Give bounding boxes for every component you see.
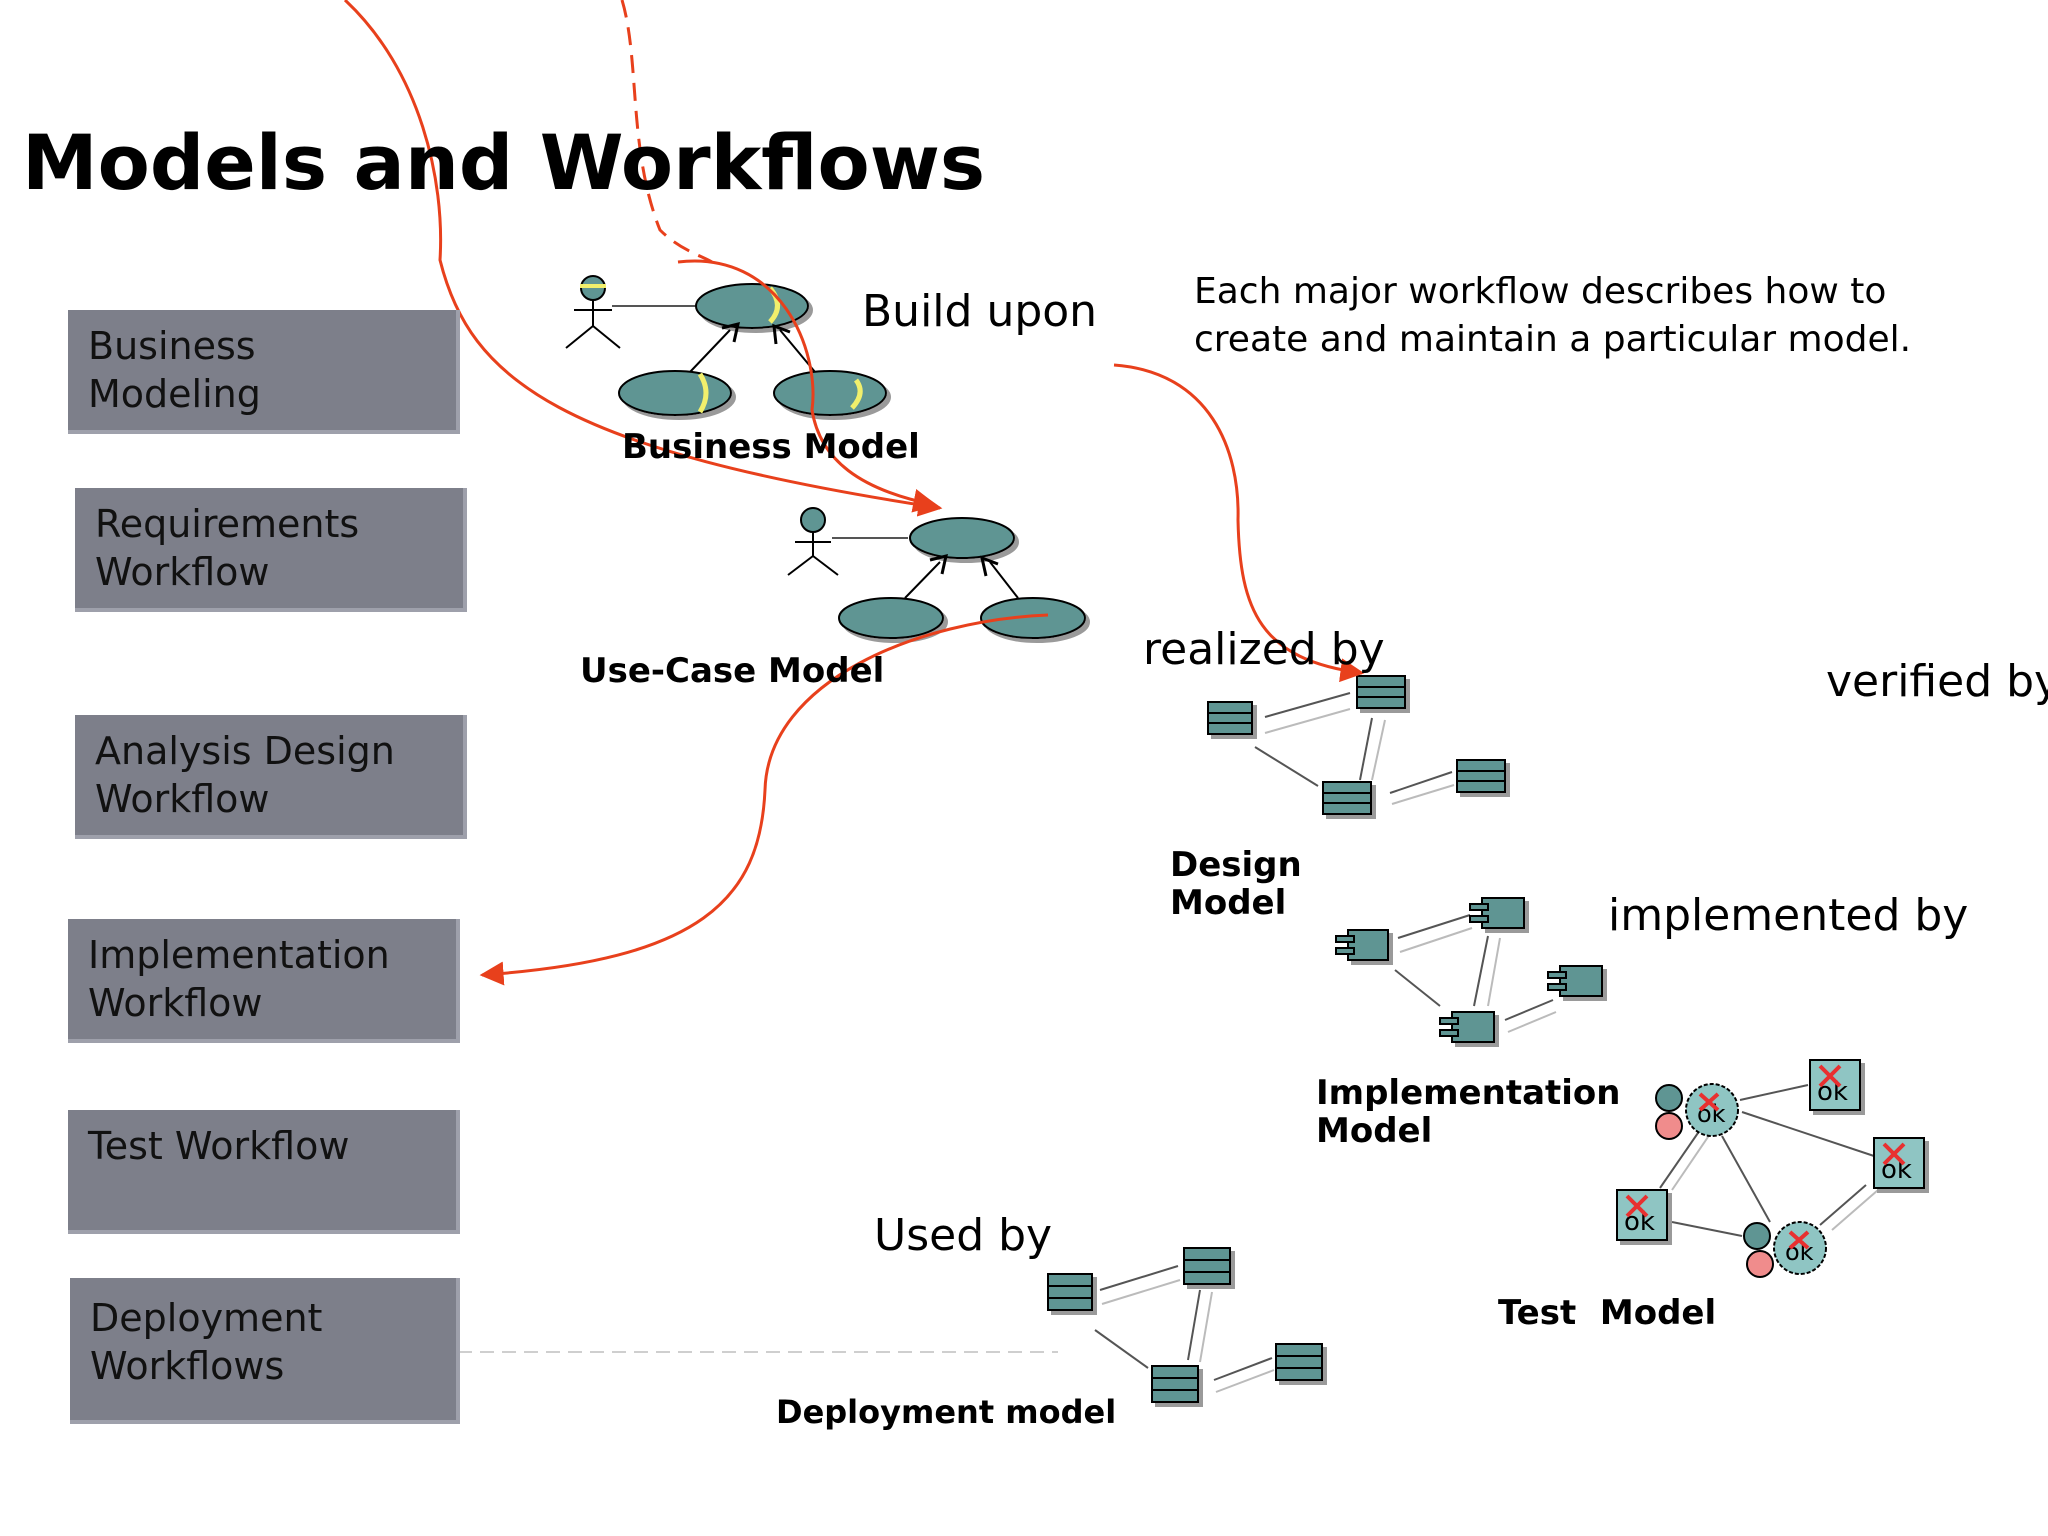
implemented-by-label: implemented by [1608, 890, 1969, 941]
use-case-ellipse-icon [695, 283, 809, 329]
component-icon [1439, 1011, 1495, 1043]
class-icon [1183, 1247, 1231, 1285]
test-case-icon: ok [1809, 1059, 1861, 1111]
use-case-ellipse-icon [773, 370, 887, 416]
test-component-icon: ok [1743, 1221, 1827, 1278]
actor-icon [787, 507, 839, 576]
test-model-icon: ok ok ok ok ok [1616, 1059, 1925, 1278]
use-case-ellipse-icon [980, 597, 1086, 639]
use-case-model-icon [787, 507, 1086, 639]
implementation-model-label: Implementation Model [1316, 1074, 1621, 1150]
workflow-note-line: create and maintain a particular model. [1194, 319, 1912, 360]
design-model-label-line: Design [1170, 845, 1302, 885]
workflow-label: Workflows [90, 1344, 285, 1388]
workflow-note-line: Each major workflow describes how to [1194, 271, 1887, 312]
implementation-model-label-line: Implementation [1316, 1073, 1621, 1113]
workflow-label: Modeling [88, 372, 261, 416]
test-case-icon: ok [1616, 1189, 1668, 1241]
svg-text:ok: ok [1881, 1155, 1912, 1185]
workflow-label: Workflow [95, 777, 270, 821]
use-case-ellipse-icon [909, 517, 1015, 559]
workflow-box-implementation: Implementation Workflow [68, 919, 460, 1043]
implementation-model-icon [1335, 897, 1603, 1043]
workflow-label: Workflow [95, 550, 270, 594]
svg-text:ok: ok [1817, 1077, 1848, 1107]
arrow-realized-by [1113, 363, 1365, 683]
build-upon-label: Build upon [862, 286, 1098, 337]
class-icon [1275, 1343, 1323, 1381]
arrow-business-to-usecase [343, 0, 943, 517]
component-icon [1335, 929, 1389, 961]
design-model-label-line: Model [1170, 883, 1287, 923]
use-case-model-label: Use-Case Model [580, 651, 885, 691]
workflow-box-business-modeling: Business Modeling [68, 310, 460, 434]
implementation-model-label-line: Model [1316, 1111, 1433, 1151]
actor-icon [565, 275, 621, 349]
use-case-ellipse-icon [838, 597, 944, 639]
workflow-label: Analysis Design [95, 729, 395, 773]
workflow-label: Deployment [90, 1296, 323, 1340]
arrow-to-implementation-workflow [479, 613, 1049, 986]
workflow-box-requirements: Requirements Workflow [75, 488, 467, 612]
page-title: Models and Workflows [22, 118, 986, 207]
svg-text:ok: ok [1624, 1207, 1655, 1237]
deployment-model-icon [1047, 1247, 1323, 1403]
component-icon [1469, 897, 1525, 929]
deployment-model-label: Deployment model [776, 1393, 1117, 1431]
test-component-icon: ok [1655, 1083, 1739, 1140]
class-icon [1047, 1273, 1093, 1311]
workflow-box-test: Test Workflow [68, 1110, 460, 1234]
workflow-label: Test Workflow [88, 1124, 350, 1168]
realized-by-label: realized by [1143, 624, 1385, 675]
class-icon [1322, 781, 1372, 815]
design-model-label: Design Model [1170, 846, 1302, 922]
class-icon [1456, 759, 1506, 793]
design-model-icon [1207, 675, 1506, 815]
class-icon [1356, 675, 1406, 709]
workflow-label: Requirements [95, 502, 360, 546]
workflow-note: Each major workflow describes how to cre… [1194, 268, 1911, 364]
workflow-label: Workflow [88, 981, 263, 1025]
verified-by-label: verified by [1826, 656, 2048, 707]
workflow-box-deployment: Deployment Workflows [70, 1278, 460, 1424]
use-case-ellipse-icon [618, 370, 732, 416]
test-model-label: Test Model [1498, 1293, 1717, 1333]
business-model-icon [565, 275, 887, 416]
class-icon [1151, 1365, 1199, 1403]
workflow-box-analysis-design: Analysis Design Workflow [75, 715, 467, 839]
arrow-build-upon [677, 259, 938, 513]
class-icon [1207, 701, 1253, 735]
test-case-icon: ok [1873, 1137, 1925, 1189]
component-icon [1547, 965, 1603, 997]
workflow-label: Implementation [88, 933, 390, 977]
workflow-label: Business [88, 324, 256, 368]
business-model-label: Business Model [622, 427, 920, 467]
used-by-label: Used by [874, 1210, 1053, 1261]
